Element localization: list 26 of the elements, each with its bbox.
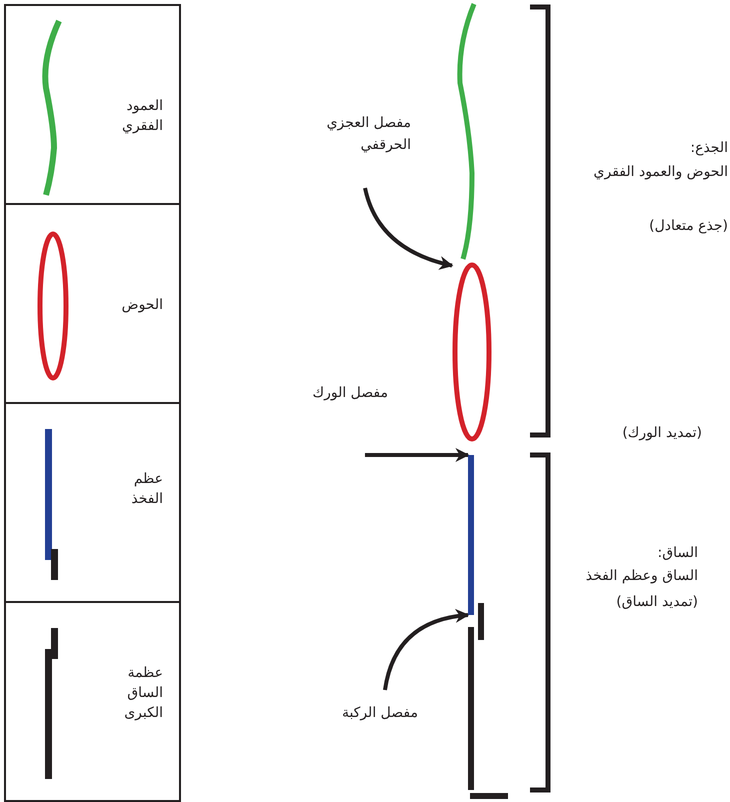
spine-line [455, 3, 477, 260]
region-label: الساق: [656, 544, 698, 563]
arrow [364, 448, 470, 462]
region-label: الحوض والعمود الفقري [592, 163, 728, 182]
region-label: الجذع: [689, 139, 728, 158]
bone-panel [4, 4, 181, 205]
bone-panel [4, 601, 181, 802]
bone-bar [468, 627, 508, 799]
region-label: (تمديد الساق) [615, 593, 698, 612]
bone-panel [4, 203, 181, 404]
region-label: (جذع متعادل) [648, 217, 728, 236]
bone-bar [478, 603, 484, 640]
arrow [383, 609, 470, 690]
bone-panel [4, 402, 181, 603]
arrow [363, 188, 454, 270]
bone-bar [468, 455, 474, 615]
region-label: الساق وعظم الفخذ [584, 567, 698, 586]
bone-name: الحوض [120, 296, 163, 315]
pelvis-ellipse [452, 262, 492, 442]
joint-label: مفصل العجزي الحرقفي [326, 114, 411, 155]
joint-label: مفصل الركبة [340, 704, 418, 723]
bone-name: العمود الفقري [120, 97, 163, 136]
bone-name: عظمة الساق الكبرى [123, 664, 163, 723]
bone-name: عظم الفخذ [130, 470, 163, 509]
region-label: (تمديد الورك) [621, 424, 702, 443]
joint-label: مفصل الورك [312, 384, 388, 403]
